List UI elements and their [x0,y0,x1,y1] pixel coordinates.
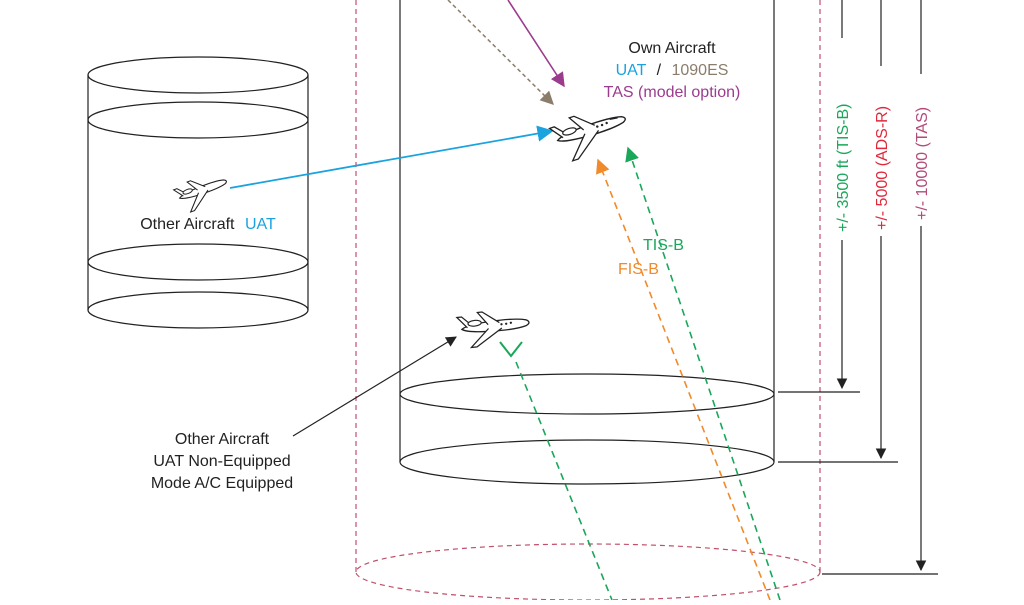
nonequipped-line3: Mode A/C Equipped [151,475,293,492]
tisb-surveillance-line [515,361,613,601]
other-uat-aircraft-label: Other Aircraft UAT [140,216,276,233]
tas-signal-arrow [507,0,565,88]
nonequipped-line2: UAT Non-Equipped [153,453,290,470]
range-tisb-label: +/- 3500 ft (TIS-B) [835,104,852,232]
own-tas-label: TAS (model option) [604,84,741,101]
tisb-link-label: TIS-B [643,237,684,254]
fisb-link-label: FIS-B [618,261,659,278]
own-aircraft-links: UAT / 1090ES [616,62,729,79]
other-aircraft-uat-text: UAT [245,216,276,233]
tas-volume-cylinder [355,0,821,601]
uat-volume-cylinder [399,0,775,485]
own-aircraft-jet-icon [548,115,626,162]
other-aircraft-text: Other Aircraft [140,216,235,233]
range-tas-label: +/- 10000 (TAS) [914,107,931,220]
uat-signal-arrow [229,125,554,189]
tisb-receive-chevron [499,341,523,358]
own-uat-label: UAT [616,62,647,79]
tisb-uplink-arrow [625,146,781,601]
range-ticks [778,391,938,575]
other-uat-aircraft-jet-icon [172,179,227,213]
range-adsr-label: +/- 5000 (ADS-R) [874,106,891,230]
nonequipped-line1: Other Aircraft [175,431,270,448]
other-uat-cylinder [87,56,309,329]
own-1090es-label: 1090ES [671,62,728,79]
own-aircraft-title: Own Aircraft [628,40,716,57]
fisb-uplink-arrow [596,158,771,601]
es1090-signal-arrow [447,0,554,105]
nonequipped-aircraft-jet-icon [455,311,530,349]
own-sep-label: / [657,62,662,79]
nonequipped-pointer-arrow [292,336,457,437]
